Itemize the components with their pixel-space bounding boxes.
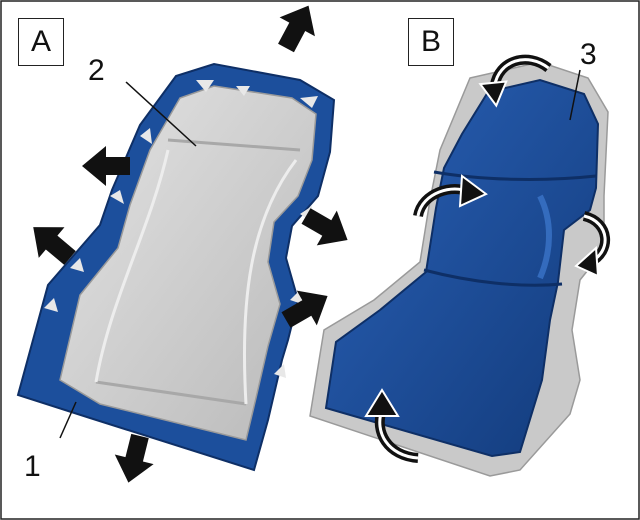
- curved-arrow-icon: [478, 54, 552, 108]
- curved-arrow-icon: [574, 211, 611, 278]
- cover-seam-lower: [423, 268, 563, 287]
- seat-cover-fitted: [324, 78, 600, 458]
- cover-seam-upper: [433, 170, 597, 181]
- curved-arrow-icon: [413, 174, 488, 218]
- stretch-arrow-icon: [301, 208, 348, 246]
- foam-seam-left: [94, 149, 170, 383]
- seat-foam-pad: [59, 85, 317, 441]
- stretch-arrow-icon: [281, 290, 328, 328]
- leader-line-3: [569, 69, 581, 121]
- panel-b-illustration: [309, 54, 611, 477]
- cover-edge-tabs: [44, 80, 318, 378]
- callout-2: 2: [88, 54, 105, 87]
- stretch-arrow-icon: [278, 5, 315, 53]
- callout-1: 1: [24, 450, 41, 483]
- leader-line-2: [125, 81, 197, 147]
- stretch-arrows-panel-a: [33, 5, 348, 483]
- panel-label-a: A: [18, 18, 64, 66]
- foam-seam-right: [242, 159, 298, 405]
- stretch-arrow-icon: [33, 227, 76, 265]
- callout-3: 3: [580, 38, 597, 71]
- panel-a-illustration: [16, 5, 348, 483]
- leader-line-1: [59, 401, 77, 439]
- panel-label-b: B: [408, 18, 454, 66]
- foam-seam-upper: [167, 138, 301, 152]
- foam-seam-lower: [95, 380, 247, 406]
- stretch-arrow-icon: [114, 433, 154, 483]
- stretch-arrow-icon: [82, 146, 130, 186]
- cover-bolster-highlight: [537, 194, 552, 280]
- curved-arrow-icon: [364, 388, 419, 463]
- wrap-arrows-panel-b: [364, 54, 611, 463]
